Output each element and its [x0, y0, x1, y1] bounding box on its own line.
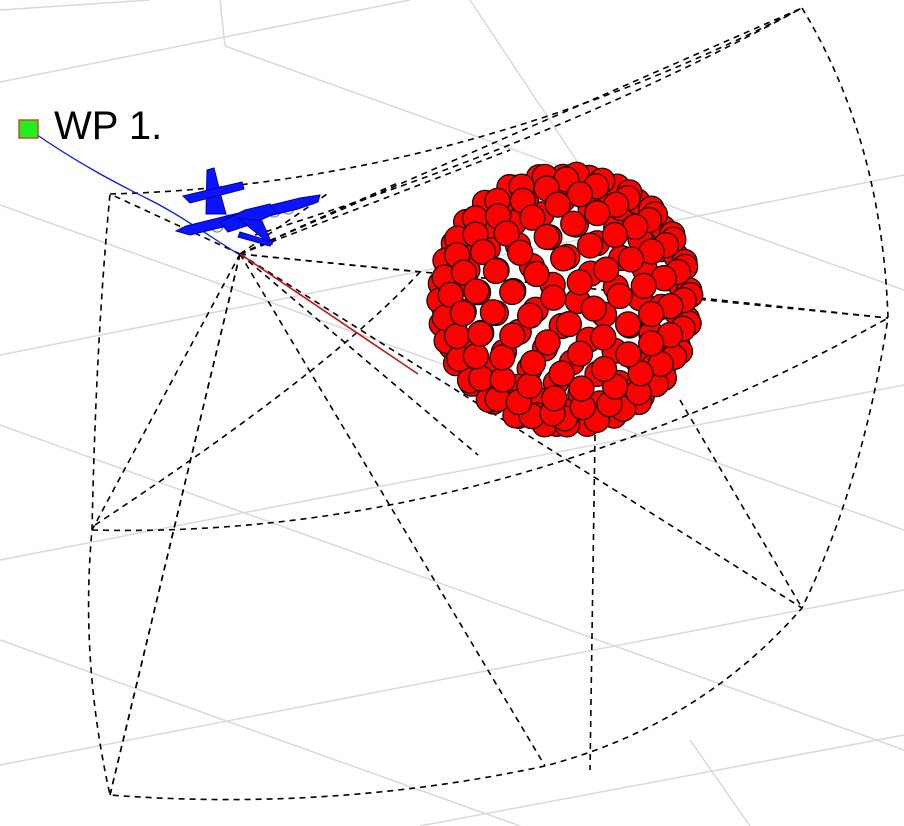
target-point — [566, 340, 594, 367]
cone-edge — [109, 253, 241, 796]
cone-edge — [94, 271, 421, 526]
grid-line — [0, 424, 904, 751]
target-point — [544, 191, 571, 218]
grid-line — [419, 734, 904, 826]
target-point — [437, 281, 464, 308]
target-point — [566, 269, 593, 296]
target-point — [584, 200, 611, 227]
target-point — [590, 324, 617, 351]
target-point — [499, 322, 526, 349]
cone-edge — [239, 253, 421, 273]
grid-line — [219, 0, 226, 47]
target-point — [533, 223, 560, 250]
cone-edge — [239, 253, 479, 456]
target-point — [560, 210, 587, 237]
grid-line — [0, 0, 411, 83]
sensor-beam — [239, 253, 419, 375]
cone-edge — [699, 297, 889, 319]
target-point — [489, 366, 516, 393]
target-point — [450, 259, 477, 286]
target-point — [590, 355, 618, 383]
sensor-coverage-volume — [87, 7, 889, 801]
target-point — [601, 221, 629, 249]
target-point — [443, 323, 471, 350]
waypoint-label: WP 1. — [54, 104, 163, 148]
target-point — [479, 299, 506, 326]
target-point — [506, 239, 534, 266]
cone-edge — [239, 253, 803, 609]
airplane-icon[interactable] — [174, 167, 321, 247]
cone-edge — [239, 181, 401, 255]
target-point — [519, 349, 547, 377]
target-point — [516, 372, 543, 399]
cone-edge — [589, 434, 596, 771]
target-point — [638, 330, 665, 357]
target-point — [489, 344, 516, 371]
cone-edge — [679, 399, 803, 609]
target-point — [550, 245, 577, 272]
target-point — [470, 238, 497, 266]
flight-path — [29, 129, 241, 256]
target-point — [630, 272, 657, 299]
target-point — [638, 300, 665, 328]
target-point — [576, 232, 604, 259]
cone-rim-outer — [87, 7, 889, 801]
target-point — [541, 385, 568, 412]
square-marker-icon[interactable] — [18, 119, 39, 139]
grid-line — [0, 0, 151, 11]
target-point — [615, 341, 642, 368]
target-point-cloud[interactable] — [426, 161, 704, 438]
target-point — [566, 181, 594, 208]
target-point — [516, 302, 544, 329]
cone-edge — [239, 149, 511, 255]
cone-edge — [91, 253, 241, 531]
grid-line — [0, 639, 521, 826]
cone-edge — [239, 7, 803, 255]
target-point — [534, 329, 561, 356]
target-point — [548, 360, 575, 387]
grid-line — [0, 384, 904, 561]
target-point — [568, 375, 595, 402]
target-point — [555, 311, 583, 338]
target-point — [627, 360, 654, 387]
target-point — [614, 311, 642, 338]
target-point — [499, 278, 526, 306]
target-point — [593, 256, 620, 283]
cone-edge — [239, 253, 546, 767]
cone-rim-mid — [91, 317, 889, 532]
target-point — [467, 320, 494, 347]
target-point — [449, 300, 476, 327]
target-point — [463, 278, 490, 305]
grid-line — [0, 589, 904, 766]
target-point — [606, 282, 633, 310]
cone-rim-upper — [254, 7, 803, 236]
target-point — [462, 343, 489, 370]
target-point — [617, 246, 645, 273]
target-point — [523, 260, 550, 288]
cone-edge — [109, 193, 241, 255]
target-point — [493, 220, 520, 247]
grid-line — [689, 739, 751, 826]
target-point — [540, 284, 567, 311]
cone-edge — [239, 253, 889, 319]
target-point — [482, 257, 509, 285]
target-point — [519, 204, 546, 231]
target-point — [580, 295, 608, 322]
